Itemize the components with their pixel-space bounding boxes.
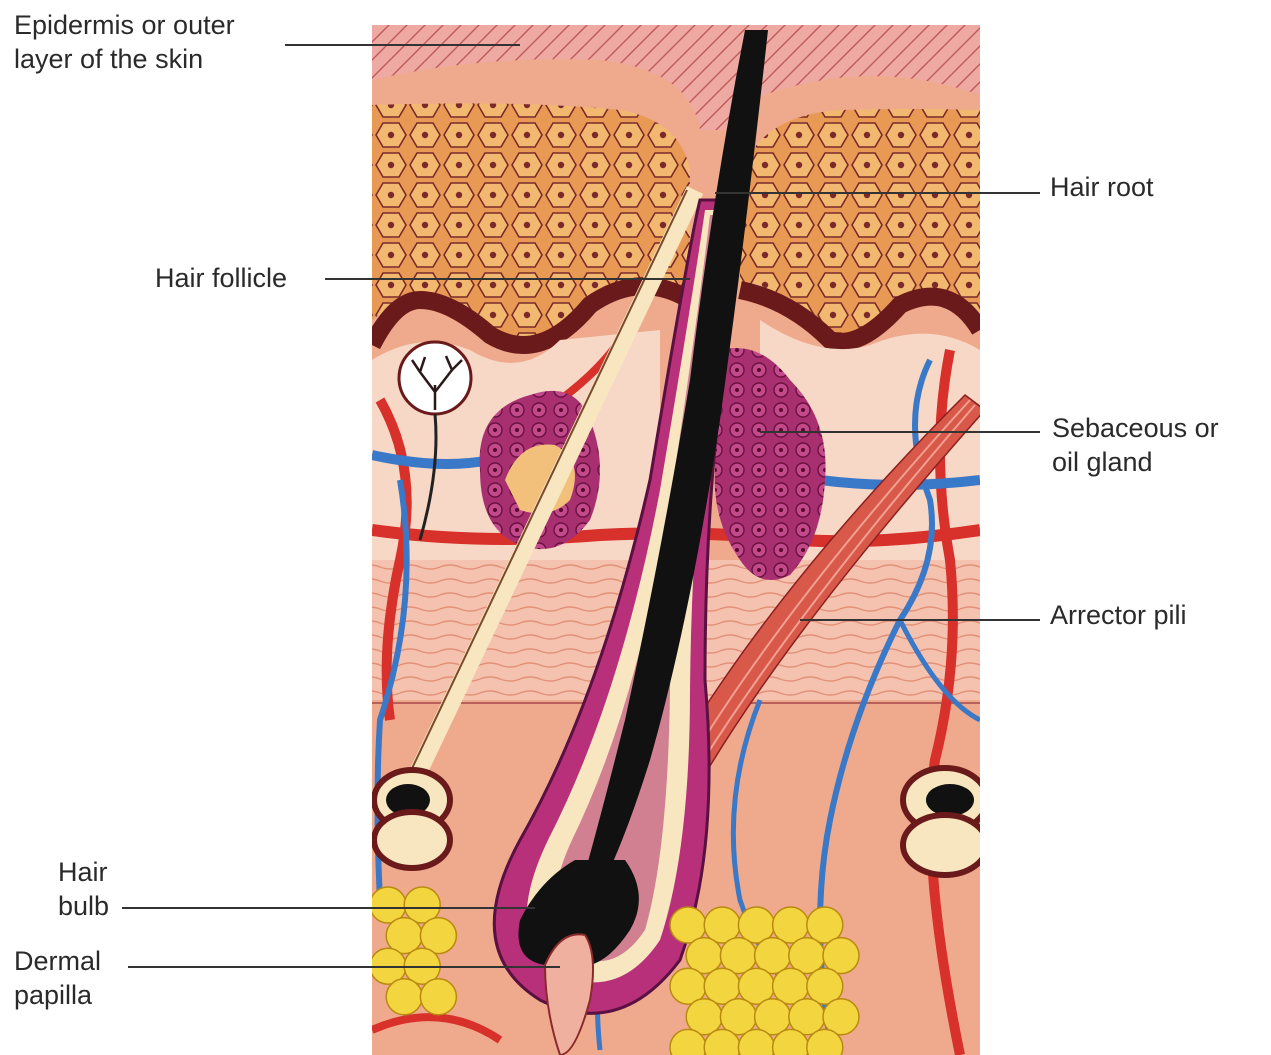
label-arrector-pili: Arrector pili	[1050, 598, 1187, 632]
label-hair-root: Hair root	[1050, 170, 1154, 204]
label-hair-follicle: Hair follicle	[155, 261, 287, 295]
label-hair-bulb: Hair bulb	[58, 855, 109, 923]
illustration-panel	[370, 25, 987, 1055]
fat-cells-right	[670, 907, 859, 1055]
fat-cell	[420, 979, 456, 1015]
sweat-gland-left	[374, 770, 450, 868]
sweat-gland-right	[903, 768, 987, 875]
label-sebaceous-gland: Sebaceous or oil gland	[1052, 411, 1219, 479]
label-epidermis: Epidermis or outer layer of the skin	[14, 8, 235, 76]
label-dermal-papilla: Dermal papilla	[14, 944, 101, 1012]
fat-cell	[386, 979, 422, 1015]
